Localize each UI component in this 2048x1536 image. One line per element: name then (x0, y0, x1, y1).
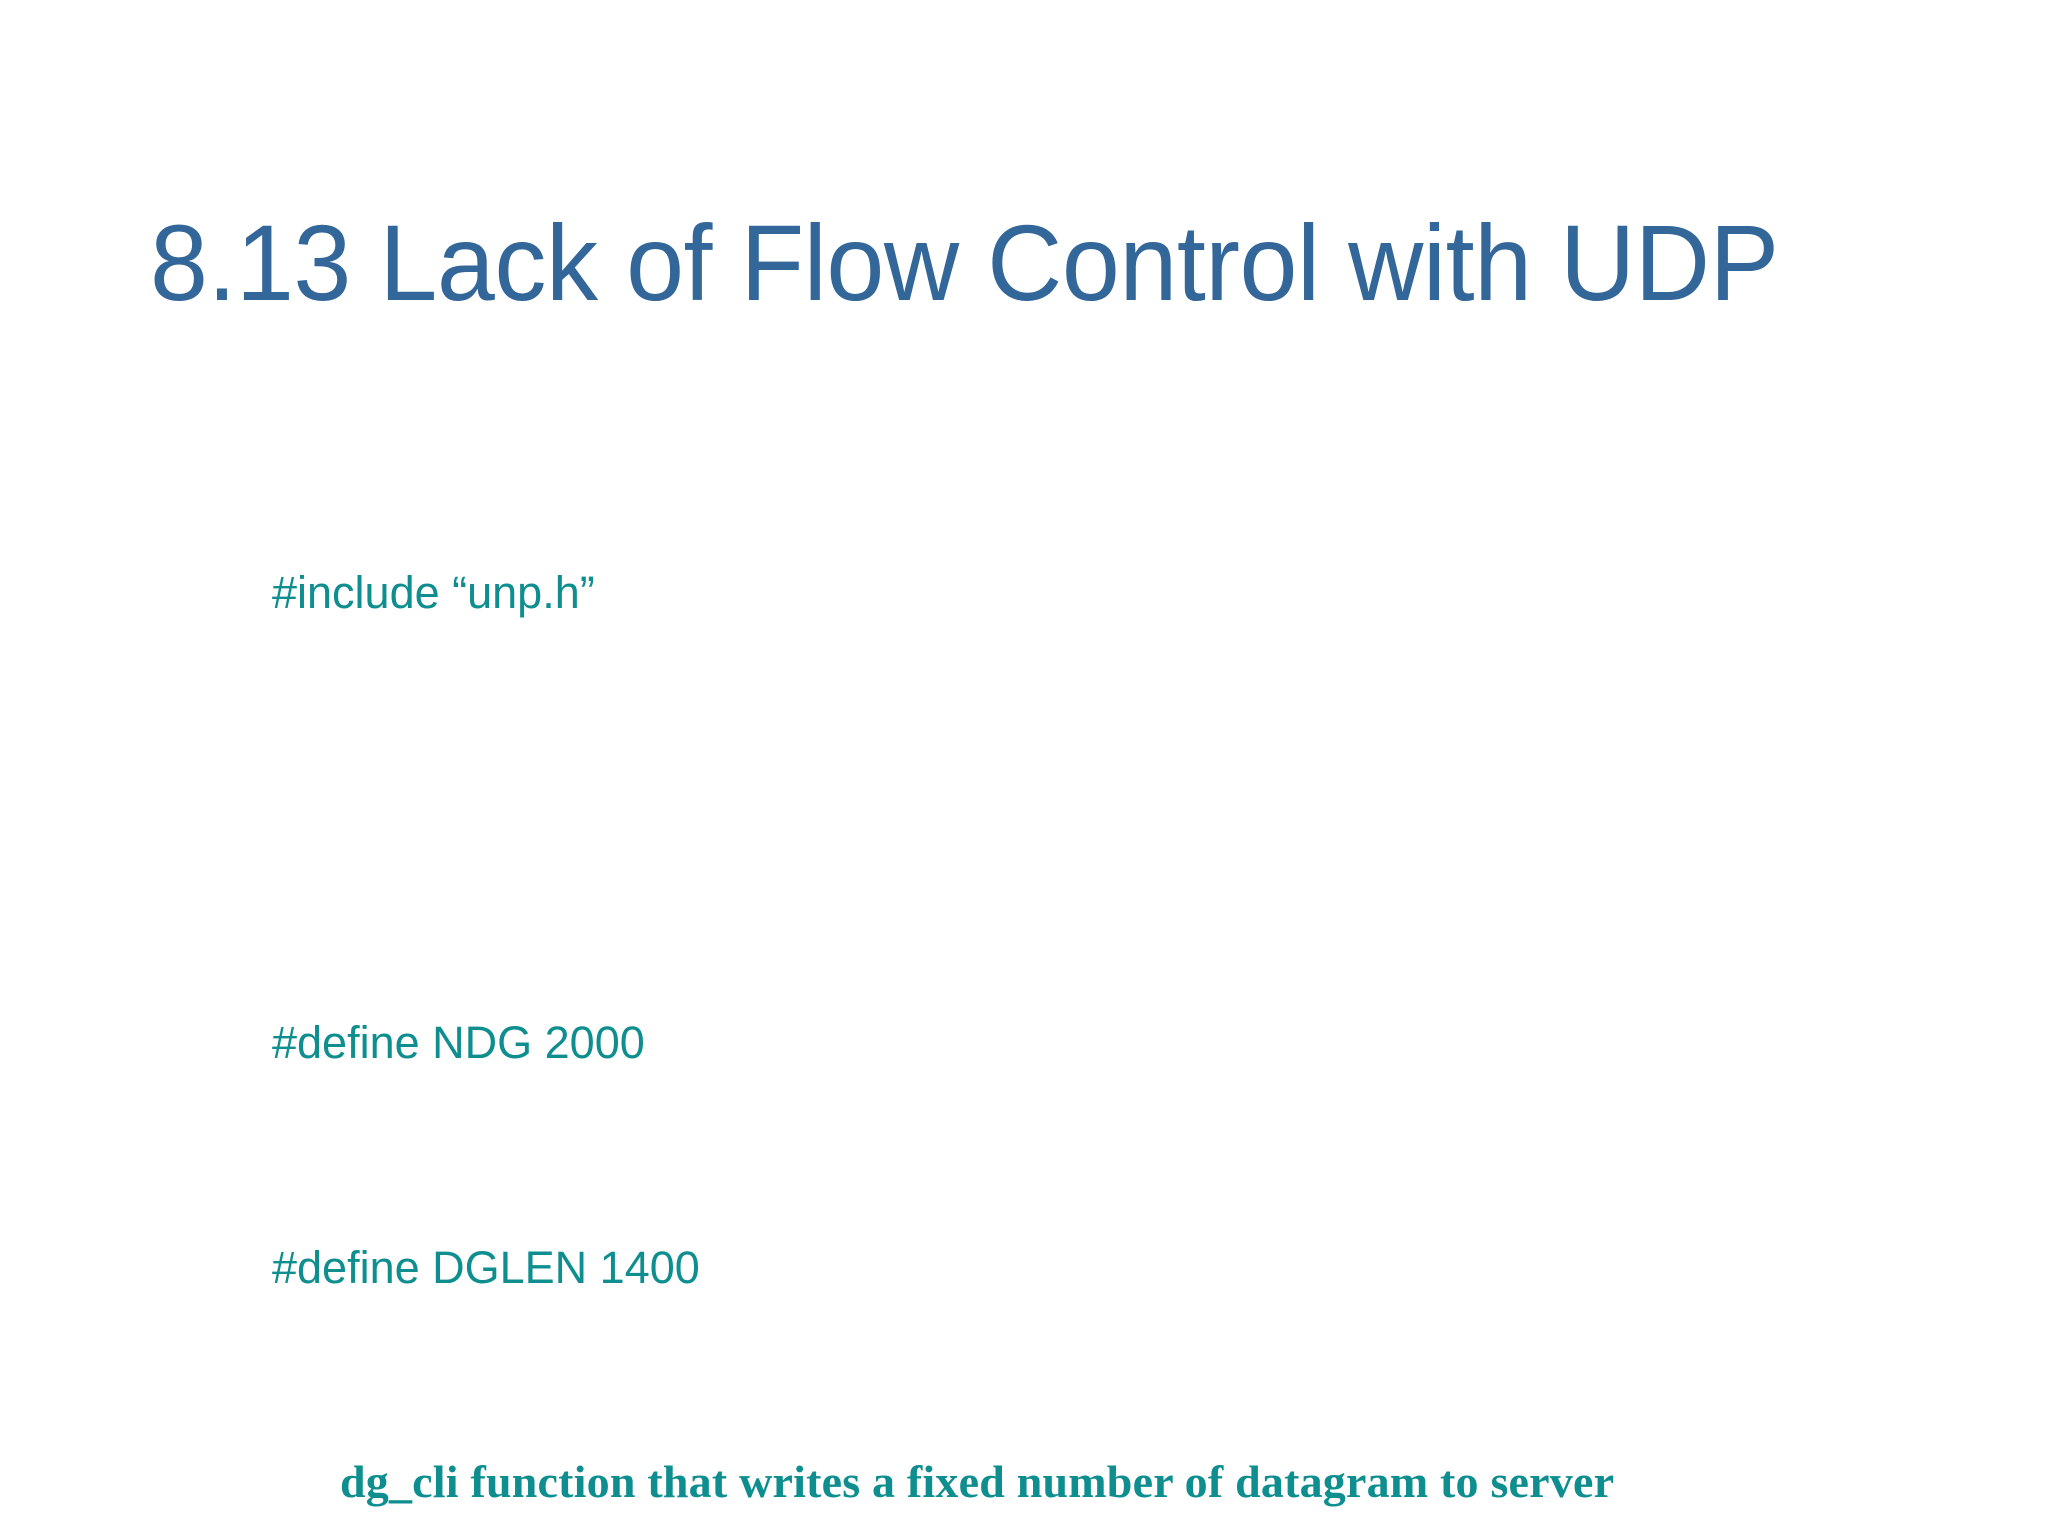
code-caption: dg_cli function that writes a fixed numb… (340, 1456, 1615, 1507)
code-line: #define NDG 2000 (272, 1017, 645, 1068)
code-line (272, 780, 2012, 855)
code-line: #include “unp.h” (272, 567, 595, 618)
page-title: 8.13 Lack of Flow Control with UDP (150, 202, 1779, 323)
code-block: #include “unp.h” #define NDG 2000 #defin… (272, 405, 2012, 1536)
code-line: #define DGLEN 1400 (272, 1242, 700, 1293)
